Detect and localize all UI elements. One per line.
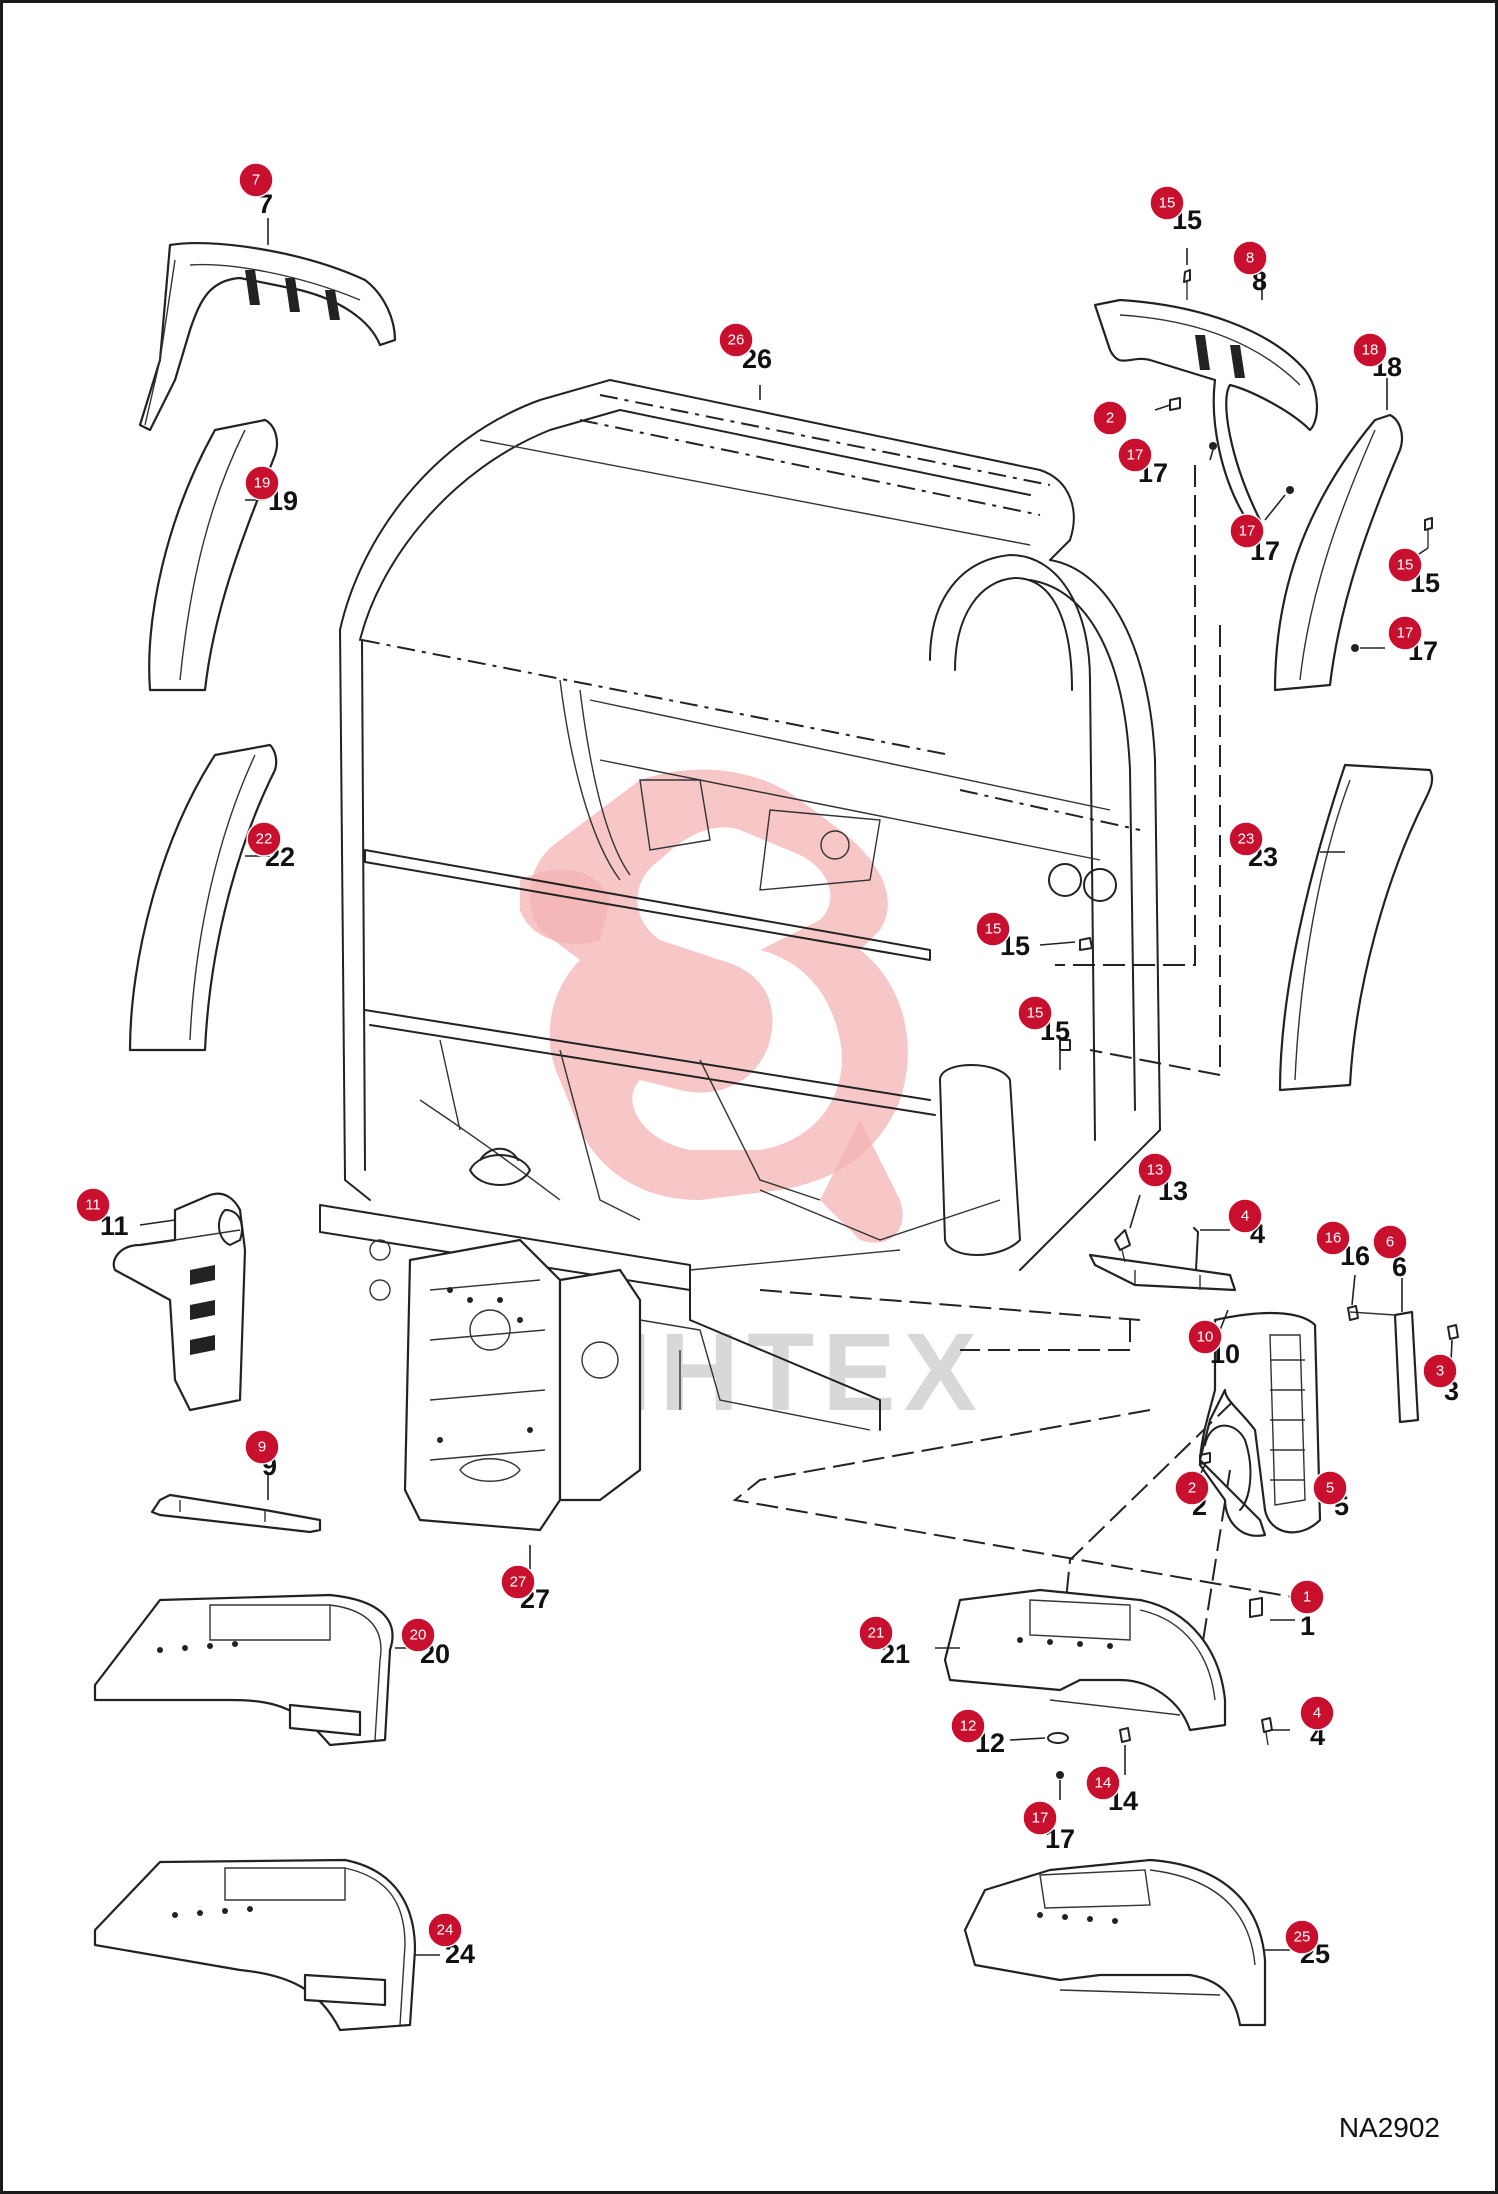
callout-15c[interactable]: 15 <box>975 911 1011 947</box>
part-25-fender <box>963 1858 1267 2027</box>
svg-text:25: 25 <box>1294 1929 1311 1946</box>
svg-text:17: 17 <box>1239 523 1256 540</box>
cab-frame <box>319 379 1161 1532</box>
callout-7[interactable]: 7 <box>238 162 274 198</box>
callout-17c[interactable]: 17 <box>1387 615 1423 651</box>
callout-16[interactable]: 16 <box>1315 1220 1351 1256</box>
callout-17a[interactable]: 17 <box>1117 437 1153 473</box>
callout-12[interactable]: 12 <box>950 1708 986 1744</box>
svg-text:4: 4 <box>1313 1705 1321 1722</box>
svg-text:8: 8 <box>1246 250 1254 267</box>
svg-text:6: 6 <box>1386 1234 1394 1251</box>
part-23-panel <box>1278 763 1434 1092</box>
svg-text:7: 7 <box>252 172 260 189</box>
callout-4b[interactable]: 4 <box>1299 1695 1335 1731</box>
callout-22[interactable]: 22 <box>246 821 282 857</box>
part-20-fender <box>93 1593 394 1747</box>
callout-26[interactable]: 26 <box>718 322 754 358</box>
callout-5[interactable]: 5 <box>1312 1470 1348 1506</box>
svg-text:19: 19 <box>254 475 271 492</box>
callout-1[interactable]: 1 <box>1289 1579 1325 1615</box>
part-10-bracket <box>1088 1227 1237 1292</box>
part-9-bracket <box>150 1493 322 1534</box>
callout-markers: 7 15 8 18 26 2 17 17 15 17 19 22 23 15 1… <box>75 162 1458 1955</box>
num-6: 6 <box>1392 1252 1407 1282</box>
assembly-lines <box>732 465 1311 1661</box>
callout-10[interactable]: 10 <box>1187 1319 1223 1355</box>
svg-text:2: 2 <box>1188 1480 1196 1497</box>
drawing-reference: NA2902 <box>1338 2112 1440 2143</box>
callout-2a[interactable]: 2 <box>1092 400 1128 436</box>
svg-text:27: 27 <box>510 1574 527 1591</box>
svg-text:15: 15 <box>1027 1005 1044 1022</box>
svg-text:16: 16 <box>1325 1230 1342 1247</box>
callout-18[interactable]: 18 <box>1352 332 1388 368</box>
callout-13[interactable]: 13 <box>1137 1152 1173 1188</box>
callout-3[interactable]: 3 <box>1422 1353 1458 1389</box>
svg-text:14: 14 <box>1095 1775 1112 1792</box>
callout-25[interactable]: 25 <box>1284 1919 1320 1955</box>
svg-text:9: 9 <box>258 1439 266 1456</box>
svg-text:15: 15 <box>1159 195 1176 212</box>
callout-17d[interactable]: 17 <box>1022 1800 1058 1836</box>
callout-20[interactable]: 20 <box>400 1617 436 1653</box>
callout-9[interactable]: 9 <box>244 1429 280 1465</box>
callout-19[interactable]: 19 <box>244 465 280 501</box>
svg-text:18: 18 <box>1362 342 1379 359</box>
svg-text:21: 21 <box>868 1625 885 1642</box>
svg-text:5: 5 <box>1326 1480 1334 1497</box>
part-21-fender <box>943 1588 1263 1732</box>
svg-text:17: 17 <box>1032 1810 1049 1827</box>
svg-text:20: 20 <box>410 1627 427 1644</box>
callout-11[interactable]: 11 <box>75 1187 111 1223</box>
num-1: 1 <box>1300 1611 1315 1641</box>
svg-text:1: 1 <box>1303 1589 1311 1606</box>
watermark-logo <box>520 769 908 1243</box>
svg-text:11: 11 <box>85 1197 101 1214</box>
part-11-housing <box>112 1192 247 1412</box>
svg-text:15: 15 <box>985 921 1002 938</box>
part-7-cover <box>138 241 397 432</box>
callout-24[interactable]: 24 <box>427 1912 463 1948</box>
svg-text:12: 12 <box>960 1718 977 1735</box>
callout-14[interactable]: 14 <box>1085 1765 1121 1801</box>
callout-8[interactable]: 8 <box>1232 240 1268 276</box>
svg-text:24: 24 <box>437 1922 454 1939</box>
callout-17b[interactable]: 17 <box>1229 513 1265 549</box>
callout-15b[interactable]: 15 <box>1387 547 1423 583</box>
svg-text:17: 17 <box>1127 447 1144 464</box>
part-24-fender <box>93 1858 417 2032</box>
svg-text:10: 10 <box>1197 1329 1214 1346</box>
callout-15d[interactable]: 15 <box>1017 995 1053 1031</box>
callout-23[interactable]: 23 <box>1228 821 1264 857</box>
callout-15a[interactable]: 15 <box>1149 185 1185 221</box>
svg-text:3: 3 <box>1436 1363 1444 1380</box>
callout-21[interactable]: 21 <box>858 1615 894 1651</box>
svg-text:26: 26 <box>728 332 745 349</box>
svg-text:13: 13 <box>1147 1162 1164 1179</box>
part-22-panel <box>128 743 278 1052</box>
callout-27[interactable]: 27 <box>500 1564 536 1600</box>
callout-2b[interactable]: 2 <box>1174 1470 1210 1506</box>
part-6-bracket <box>1347 1305 1459 1424</box>
svg-text:17: 17 <box>1397 625 1414 642</box>
svg-text:4: 4 <box>1241 1208 1249 1225</box>
part-18-panel <box>1273 413 1404 692</box>
svg-text:2: 2 <box>1106 410 1114 427</box>
svg-text:15: 15 <box>1397 557 1414 574</box>
svg-text:22: 22 <box>256 831 273 848</box>
callout-4a[interactable]: 4 <box>1227 1198 1263 1234</box>
svg-text:23: 23 <box>1238 831 1255 848</box>
part-8-cover <box>1093 298 1319 527</box>
part-19-panel <box>148 418 279 692</box>
hardware <box>1047 269 1433 1779</box>
callout-6[interactable]: 6 <box>1372 1224 1408 1260</box>
